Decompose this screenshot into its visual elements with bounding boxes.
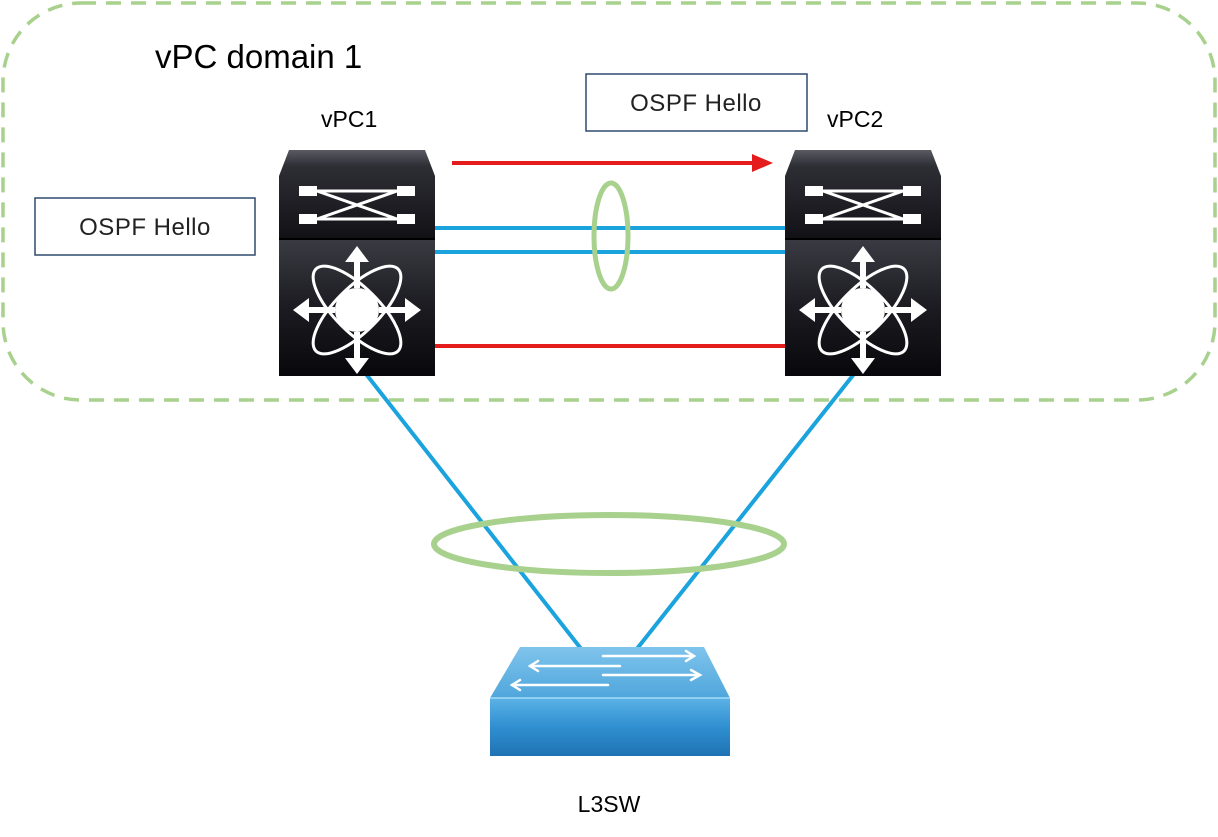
downlink-vpc2 (634, 372, 856, 652)
ospf-hello-note-top: OSPF Hello (585, 73, 808, 132)
vpc-port-channel-ring (431, 512, 787, 576)
layer3-switch-icon (490, 647, 730, 756)
nexus-switch-icon (785, 150, 941, 376)
nexus-switch-icon (279, 150, 435, 376)
downlink-vpc1 (364, 372, 584, 652)
note-text: OSPF Hello (630, 90, 762, 117)
vpc2-label: vPC2 (827, 106, 883, 132)
vpc-domain-label: vPC domain 1 (155, 38, 362, 75)
ospf-hello-arrow (452, 154, 773, 172)
vpc1-switch: vPC1 (279, 106, 435, 376)
ospf-hello-note-left: OSPF Hello (34, 197, 256, 256)
l3sw-label: L3SW (578, 791, 641, 817)
vpc2-switch: vPC2 (785, 106, 941, 376)
note-text: OSPF Hello (79, 214, 211, 241)
l3sw-switch: L3SW (490, 647, 730, 817)
peer-link-port-channel-ring (591, 180, 631, 292)
vpc-domain-boundary (1, 1, 1217, 402)
vpc1-label: vPC1 (321, 106, 377, 132)
